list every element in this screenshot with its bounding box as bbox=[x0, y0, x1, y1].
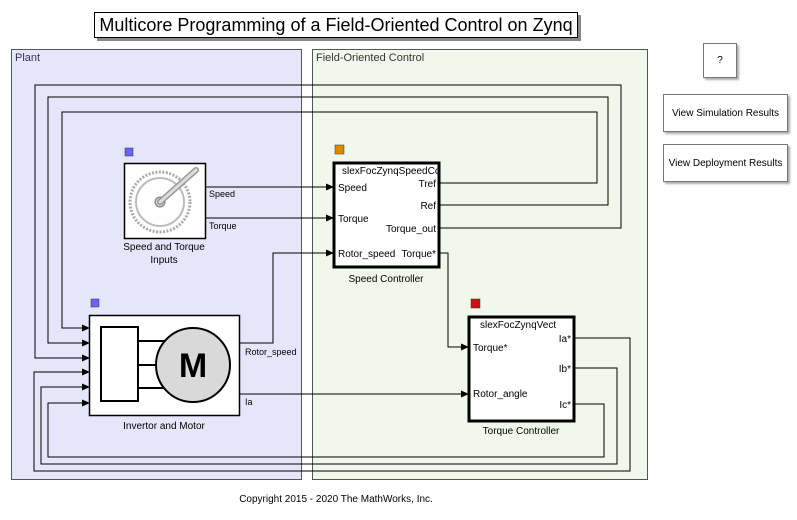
speed-ctrl-out-torque-out: Torque_out bbox=[386, 224, 436, 235]
speed-ctrl-name: Speed Controller bbox=[348, 274, 424, 285]
motor-icon bbox=[155, 327, 231, 403]
chainring-icon bbox=[128, 167, 199, 234]
speed-marker-icon bbox=[334, 144, 345, 155]
torque-ctrl-model: slexFocZynqVect bbox=[480, 320, 556, 331]
foc-area-label: Field-Oriented Control bbox=[316, 52, 424, 64]
signal-ib-star[interactable] bbox=[40, 367, 618, 465]
torque-ctrl-in-torque-star: Torque* bbox=[473, 343, 508, 354]
signal-torque-star[interactable] bbox=[440, 252, 469, 351]
inputs-out-torque: Torque bbox=[209, 221, 237, 231]
signal-lines bbox=[33, 84, 631, 472]
inputs-out-speed: Speed bbox=[209, 189, 235, 199]
speed-controller-block[interactable]: slexFocZynqSpeedCo Speed Torque Rotor_sp… bbox=[332, 161, 441, 285]
plant-marker-icon bbox=[90, 298, 100, 308]
signal-ia-star[interactable] bbox=[33, 337, 631, 472]
invertor-motor-block[interactable]: M Rotor_speed Ia Invertor and Motor bbox=[88, 314, 297, 433]
torque-ctrl-in-rotor-angle: Rotor_angle bbox=[473, 389, 528, 400]
torque-ctrl-out-ic: Ic* bbox=[559, 400, 571, 411]
speed-ctrl-out-tref: Tref bbox=[419, 179, 437, 190]
torque-marker-icon bbox=[470, 298, 481, 309]
torque-ctrl-out-ib: Ib* bbox=[559, 364, 571, 375]
signal-ic-star[interactable] bbox=[47, 399, 605, 458]
copyright: Copyright 2015 - 2020 The MathWorks, Inc… bbox=[239, 494, 433, 505]
plant-area-label: Plant bbox=[15, 52, 40, 64]
signal-ref[interactable] bbox=[47, 96, 609, 347]
inputs-block-name-2: Inputs bbox=[150, 255, 177, 266]
speed-ctrl-out-ref: Ref bbox=[420, 201, 436, 212]
torque-ctrl-out-ia: Ia* bbox=[559, 334, 571, 345]
speed-torque-inputs-block[interactable]: Speed Torque Speed and Torque Inputs bbox=[123, 162, 237, 267]
speed-ctrl-in-speed: Speed bbox=[338, 183, 367, 194]
speed-ctrl-in-rotor-speed: Rotor_speed bbox=[338, 249, 395, 260]
page-title: Multicore Programming of a Field-Oriente… bbox=[94, 12, 578, 38]
signal-rotor-speed[interactable] bbox=[240, 249, 334, 344]
torque-ctrl-name: Torque Controller bbox=[483, 426, 560, 437]
signal-tref[interactable] bbox=[61, 111, 598, 332]
speed-ctrl-model: slexFocZynqSpeedCo bbox=[342, 166, 441, 177]
motor-out-rotor-speed: Rotor_speed bbox=[245, 347, 297, 357]
torque-controller-block[interactable]: slexFocZynqVect Torque* Rotor_angle Ia* … bbox=[467, 315, 576, 437]
plant-marker-icon bbox=[124, 147, 134, 157]
view-simulation-results-button[interactable]: View Simulation Results bbox=[663, 94, 788, 132]
help-button[interactable]: ? bbox=[703, 43, 737, 78]
inputs-block-name: Speed and Torque bbox=[123, 242, 205, 253]
speed-ctrl-in-torque: Torque bbox=[338, 214, 369, 225]
motor-block-name: Invertor and Motor bbox=[123, 421, 205, 432]
signal-torque-out[interactable] bbox=[34, 84, 622, 362]
speed-ctrl-out-torque-star: Torque* bbox=[402, 249, 437, 260]
motor-out-ia: Ia bbox=[245, 397, 253, 407]
motor-glyph: M bbox=[179, 347, 207, 385]
view-deployment-results-button[interactable]: View Deployment Results bbox=[663, 144, 788, 182]
